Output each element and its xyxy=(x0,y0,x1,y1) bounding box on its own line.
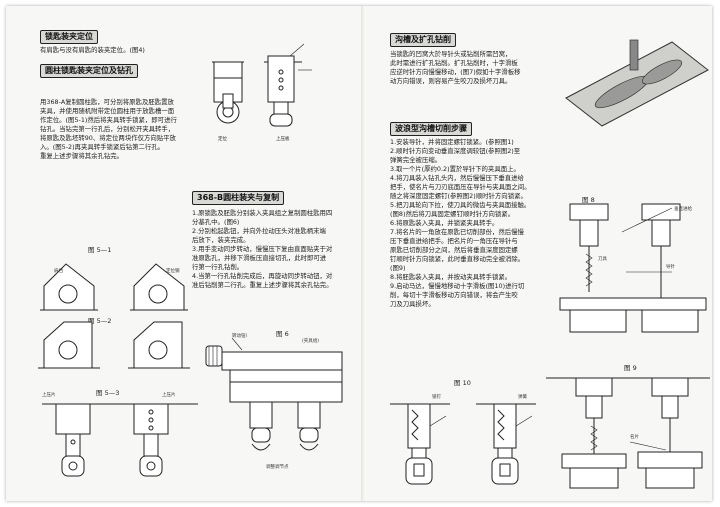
text-line: 3.用手变动同步转动，慢慢压下复由直面贴夹于对 xyxy=(192,245,333,253)
text-line: 准原匙孔，并移下滑板压直接切孔，此时即可进 xyxy=(192,254,327,262)
instruction-booklet-page: 锁匙装夹定位 有肩匙与没有肩匙的装夹定位。(图4) 圆柱锁匙装夹定位及钻孔 用3… xyxy=(6,6,712,501)
section-title-368b: 368-B圆柱装夹与复制 xyxy=(192,191,285,205)
figure-6: 转动钮Ⅰ (夹具组) 调整调节点 xyxy=(205,332,343,470)
text-line: 4.当第一行孔钻削完成后，再旋动同步转动钮，对 xyxy=(192,272,333,280)
figure-8: 垂直进给 刀具 导针 xyxy=(559,203,707,333)
label-upper-jaw: 上压片 xyxy=(162,391,176,398)
text-368b-steps: 1.原锁匙及胚匙分别装入夹具组之复制圆柱匙用四 分基孔中。(图6) 2.分别松起… xyxy=(192,209,333,290)
text-line: 分基孔中。(图6) xyxy=(192,218,240,226)
text-cylinder-key: 用368-A复制圆柱匙，可分别将原匙及胚匙置放 夹具，并使用随机附带定位圆柱用于… xyxy=(40,98,177,161)
section-title-wave-groove: 波浪型沟槽切削步骤 xyxy=(390,122,472,136)
figure-caption-10: 图 10 xyxy=(454,379,471,387)
text-line: 3.取一个片(厚约0.2)置於导针下的夹具面上。 xyxy=(390,165,520,173)
label-card: 名片 xyxy=(630,433,639,440)
section-title-grooving: 沟槽及扩孔钻削 xyxy=(390,33,456,47)
text-line: 行第一行孔钻削。 xyxy=(192,263,244,271)
text-line: 重复上述步骤将其余孔钻完。 xyxy=(40,152,124,160)
figure-caption-8: 图 8 xyxy=(582,196,595,204)
label-feed: 垂直进给 xyxy=(674,205,692,212)
text-line: 6.将原匙装入夹具，并锁紧夹具转手。 xyxy=(390,219,499,227)
text-line: 作定位。(图5-1)然后将夹具转手锁紧，即可进行 xyxy=(40,116,177,124)
label-locator: 定位钢 xyxy=(166,267,180,274)
text-line: 用368-A复制圆柱匙，可分别将原匙及胚匙置放 xyxy=(40,98,174,106)
text-line: 刀及刀具损坏。 xyxy=(390,300,435,308)
figure-key-clamp-top xyxy=(212,43,312,127)
text-line: 把手，使名片与刀刃底面压在导针与夹具面之间。 xyxy=(390,183,531,191)
text-line: 将原匙及匙坯转90、将定位两块作仅方向贴平放 xyxy=(40,134,176,142)
label-spring: 弹簧 xyxy=(518,393,527,400)
text-line: 弹簧完全被压缩。 xyxy=(390,156,442,164)
text-line: 动方向错误，则容易产生咬刀及损坏刀具。 xyxy=(390,77,512,85)
section-title-cylinder-key: 圆柱锁匙装夹定位及钻孔 xyxy=(40,64,138,78)
text-line: 8.将胚匙装入夹具，并按动夹具转手锁紧。 xyxy=(390,273,512,281)
text-line: 准后钻削第二行孔。重复上述步骤将其余孔钻完。 xyxy=(192,281,333,289)
text-line: 钉顺时针方向锁紧，此时垂直移动完全被消除。 xyxy=(390,255,525,263)
text-line: (图9) xyxy=(390,264,406,272)
label-upper-jaw: 上压片 xyxy=(42,391,56,398)
text-line: 应逆时针方向慢慢移动，(图7)假如十字滑板移 xyxy=(390,68,521,76)
center-fold xyxy=(361,6,367,501)
text-grooving: 当锁匙的凹窝大於导针头或钻削所需凹窝， 此时需进行扩孔钻削。扩孔钻削时，十字滑板… xyxy=(390,50,520,86)
text-line: 2.顺时针方向变动垂直深度调较钮(参照图2)至 xyxy=(390,147,521,155)
text-line: 1.原锁匙及胚匙分别装入夹具组之复制圆柱匙用四 xyxy=(192,209,333,217)
text-line: 1.安装导针，并将固定螺钉锁紧。(参照图1) xyxy=(390,138,514,146)
figure-caption-9: 图 9 xyxy=(624,364,637,372)
figure-caption-5-2: 图 5—2 xyxy=(88,317,112,325)
figure-5-3: 上压片 上压片 xyxy=(42,391,198,477)
caption-small: 上压板 xyxy=(276,137,290,142)
text-line: (图8)然后将刀具固定螺钉顺时针方向锁紧。 xyxy=(390,210,515,218)
text-line: 压下垂直进给把手。把名片的一角压在导针与 xyxy=(390,237,518,245)
figure-caption-5-1: 图 5—1 xyxy=(88,246,112,254)
text-line: 随之将深度固定螺钉(参照图2)顺时针方向锁紧。 xyxy=(390,192,527,200)
text-line: 钻孔。当钻完第一行孔后，分别松开夹具转手， xyxy=(40,125,175,133)
caption-small: 定位 xyxy=(218,137,227,142)
figure-9: 名片 xyxy=(546,377,710,489)
text-wave-groove-steps: 1.安装导针，并将固定螺钉锁紧。(参照图1) 2.顺时针方向变动垂直深度调较钮(… xyxy=(390,138,531,309)
text-line: 9.启动马达，慢慢地移动十字滑板(图10)进行切 xyxy=(390,282,525,290)
text-line: 此时需进行扩孔钻削。扩孔钻削时，十字滑板 xyxy=(390,59,518,67)
label-shoulder-stop: 肩挡 xyxy=(54,267,63,274)
text-line: 4.将刀具装入钻孔头内，然后慢慢压下垂直进给 xyxy=(390,174,524,182)
text-line: 原匙已切削部分之间，然后将垂直深度固定螺 xyxy=(390,246,518,254)
text-line: 入。(图5-2)再夹具转手锁紧后钻第二行孔。 xyxy=(40,143,165,151)
label-cutter: 刀具 xyxy=(598,256,607,262)
section-title-key-clamping: 锁匙装夹定位 xyxy=(40,30,98,44)
label-pin: 锁钉 xyxy=(432,393,441,400)
text-line: 7.将名片的一角放在原匙已切削部份，然后慢慢 xyxy=(390,228,524,236)
figure-7-key-illustration xyxy=(565,39,709,127)
label-knob: 转动钮Ⅰ xyxy=(232,332,247,339)
label-bottom: 调整调节点 xyxy=(266,463,289,470)
text-line: 5.把刀具轮向下拉，使刀具的微齿与夹具面接触。 xyxy=(390,201,531,209)
text-key-clamping: 有肩匙与没有肩匙的装夹定位。(图4) xyxy=(40,46,145,55)
text-line: 后放下，装夹完成。 xyxy=(192,236,250,244)
text-line: 有肩匙与没有肩匙的装夹定位。(图4) xyxy=(40,46,145,54)
figure-caption-5-3: 图 5—3 xyxy=(96,389,120,397)
label-guide: 导针 xyxy=(666,263,675,270)
label-clamp: (夹具组) xyxy=(302,337,319,344)
text-line: 2.分别松起匙钮，并向外拉动压头对准匙柄末端 xyxy=(192,227,326,235)
figure-5-1: 肩挡 定位钢 xyxy=(40,263,188,311)
figure-10: 锁钉 弹簧 xyxy=(390,393,536,485)
figure-5-2 xyxy=(38,321,190,369)
text-line: 当锁匙的凹窝大於导针头或钻削所需凹窝， xyxy=(390,50,512,58)
figure-caption-6: 图 6 xyxy=(276,330,289,338)
text-line: 夹具，并使用随机附带定位圆柱用于放匙槽一面 xyxy=(40,107,175,115)
text-line: 削，每切十字滑板移动方向错误，将会产生咬 xyxy=(390,291,518,299)
